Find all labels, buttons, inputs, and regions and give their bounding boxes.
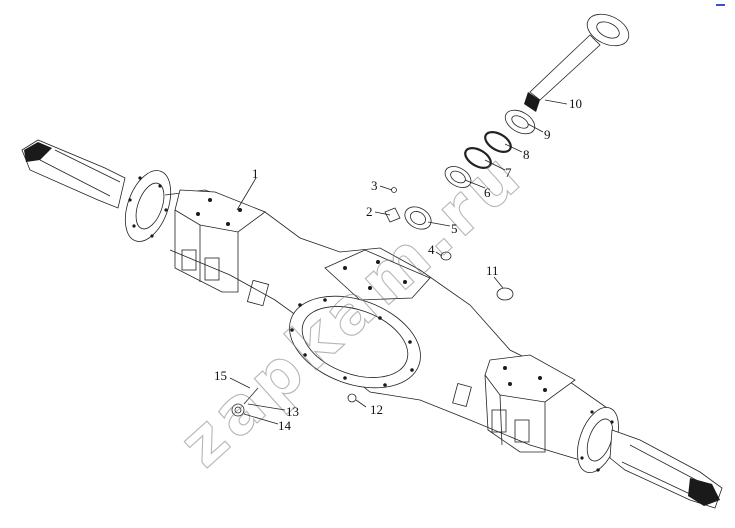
hub-bearing-5 [404,206,432,230]
differential-flange [289,295,421,389]
plug-12 [347,393,357,403]
right-flange [577,407,619,473]
callout-3: 3 [371,178,378,193]
left-spindle [21,139,126,209]
corner-mark [716,4,725,6]
callout-13: 13 [286,404,299,419]
right-spring-pad [484,354,576,403]
left-flange [124,170,172,242]
nut-4 [440,251,452,261]
bolt-3 [391,187,397,193]
callout-14: 14 [278,418,292,433]
bearing-9 [504,109,536,135]
callout-7: 7 [505,165,512,180]
center-pad [324,249,431,301]
callout-15: 15 [214,368,227,383]
seal-8 [484,131,512,153]
callout-2: 2 [366,204,373,219]
callout-10: 10 [569,96,582,111]
callout-5: 5 [451,221,458,236]
watermark-text: zapkam.ru [166,136,538,481]
callout-12: 12 [370,402,383,417]
ring-7 [464,147,492,169]
washer-2 [384,207,401,223]
callout-6: 6 [484,185,491,200]
fitting-13-14-15 [231,387,259,417]
breather-11 [496,287,514,301]
axle-shaft-10 [524,13,630,112]
callout-11: 11 [486,263,499,278]
left-spring-pad [174,189,266,233]
bearing-6 [444,166,472,188]
axle-housing [164,189,611,471]
callout-8: 8 [523,147,530,162]
right-spindle [609,429,723,509]
callout-1: 1 [252,166,259,181]
callout-9: 9 [544,127,551,142]
callout-4: 4 [428,242,435,257]
leader-lines [229,99,568,425]
